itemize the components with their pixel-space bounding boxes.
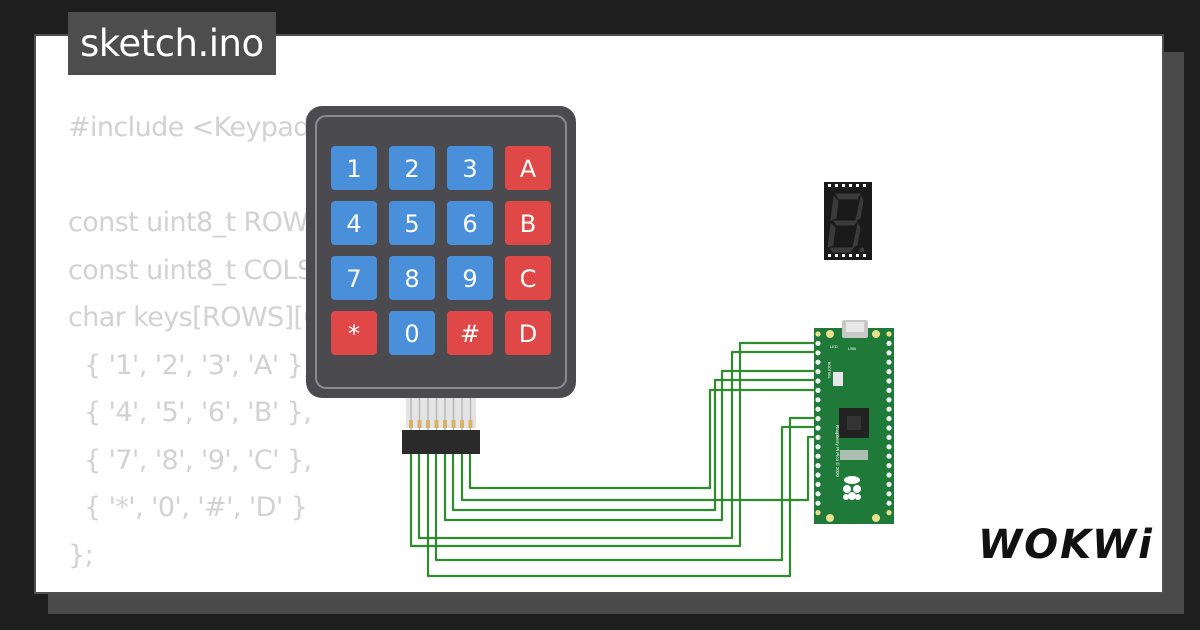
wire-5: [443, 369, 818, 522]
wire-8: [468, 388, 818, 490]
key-label: B: [520, 210, 536, 238]
key-label: 5: [404, 210, 419, 238]
key-label: 0: [404, 320, 419, 348]
key-label: 6: [462, 210, 477, 238]
key-0[interactable]: 0: [389, 311, 435, 355]
code-line: };: [68, 539, 94, 571]
key-label: 1: [346, 155, 361, 183]
wire-1: [409, 341, 818, 548]
key-4[interactable]: 4: [331, 201, 377, 245]
key-label: 8: [404, 265, 419, 293]
code-line: { '1', '2', '3', 'A' },: [68, 349, 312, 381]
key-7[interactable]: 7: [331, 256, 377, 300]
wire-2: [417, 350, 818, 540]
key-b[interactable]: B: [505, 201, 551, 245]
wire-4: [434, 425, 818, 562]
key-8[interactable]: 8: [389, 256, 435, 300]
file-tab[interactable]: sketch.ino: [68, 12, 276, 75]
raspberry-pi-pico[interactable]: USB LED Raspberry Pi Pico © 2020 BOOTSEL: [814, 320, 894, 524]
key-9[interactable]: 9: [447, 256, 493, 300]
key-3[interactable]: 3: [447, 146, 493, 190]
key-2[interactable]: 2: [389, 146, 435, 190]
usb-label: USB: [848, 346, 857, 351]
key-label: A: [520, 155, 537, 183]
bootsel-button: [833, 372, 843, 386]
wires: [409, 341, 818, 578]
code-line: { '7', '8', '9', 'C' },: [68, 444, 312, 476]
wire-7: [460, 435, 818, 502]
code-line: { '4', '5', '6', 'B' },: [68, 397, 312, 428]
key-star[interactable]: *: [331, 311, 377, 355]
key-label: #: [460, 320, 480, 348]
wokwi-logo: WOKWi: [978, 522, 1154, 568]
wire-6: [451, 378, 818, 512]
key-6[interactable]: 6: [447, 201, 493, 245]
raspberry-logo-icon: [843, 476, 861, 500]
bootsel-label: BOOTSEL: [827, 362, 831, 379]
key-a[interactable]: A: [505, 146, 551, 190]
key-d[interactable]: D: [505, 311, 551, 355]
keypad-ribbon: [402, 396, 480, 454]
key-5[interactable]: 5: [389, 201, 435, 245]
key-1[interactable]: 1: [331, 146, 377, 190]
key-label: 4: [346, 210, 361, 238]
key-c[interactable]: C: [505, 256, 551, 300]
keypad-4x4[interactable]: 1 2 3 A 4 5 6 B 7 8 9 C * 0 # D: [306, 106, 576, 398]
code-line: { '*', '0', '#', 'D' }: [68, 492, 308, 523]
board-chip-label: Raspberry Pi Pico © 2020: [835, 425, 841, 477]
key-label: 3: [462, 155, 477, 183]
seven-segment-display: [824, 182, 872, 260]
wire-3: [426, 416, 818, 578]
key-label: 2: [404, 155, 419, 183]
led-label: LED: [830, 344, 838, 349]
key-label: 9: [462, 265, 477, 293]
key-label: *: [348, 320, 360, 348]
key-label: D: [519, 320, 537, 348]
key-label: 7: [346, 265, 361, 293]
key-label: C: [520, 265, 537, 293]
key-hash[interactable]: #: [447, 311, 493, 355]
